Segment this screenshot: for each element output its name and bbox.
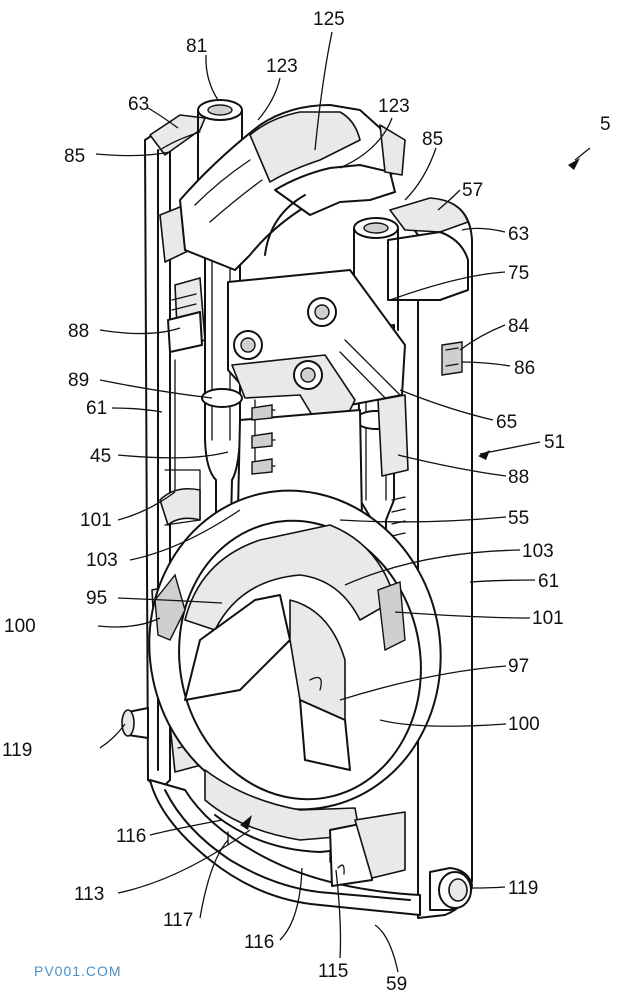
ref-63-right: 63 xyxy=(508,224,529,245)
ref-116-bottom: 116 xyxy=(244,932,274,953)
ref-85-left: 85 xyxy=(64,146,85,167)
ref-88-left: 88 xyxy=(68,321,89,342)
bottom-features xyxy=(227,811,406,887)
ref-45: 45 xyxy=(90,446,111,467)
ref-100-left: 100 xyxy=(4,616,36,637)
leader-lines xyxy=(95,31,591,973)
ref-101-right: 101 xyxy=(532,608,564,629)
knob-right xyxy=(429,867,473,911)
ref-103-right: 103 xyxy=(522,541,554,562)
arrowheads xyxy=(240,158,580,830)
ref-85-right: 85 xyxy=(422,129,443,150)
ref-5: 5 xyxy=(600,114,611,135)
ref-61-left: 61 xyxy=(86,398,107,419)
ref-119-right: 119 xyxy=(508,878,538,899)
ref-100-right: 100 xyxy=(508,714,540,735)
ref-61-right: 61 xyxy=(538,571,559,592)
ref-86: 86 xyxy=(514,358,535,379)
ref-103-left: 103 xyxy=(86,550,118,571)
ref-123-right: 123 xyxy=(378,96,410,117)
top-clip xyxy=(179,104,406,271)
reference-numerals: 125 81 123 63 123 5 85 85 57 63 75 88 84… xyxy=(2,9,611,995)
ref-65: 65 xyxy=(496,412,517,433)
ref-97: 97 xyxy=(508,656,529,677)
ref-113: 113 xyxy=(74,884,104,905)
ref-88-right: 88 xyxy=(508,467,529,488)
ref-123-top: 123 xyxy=(266,56,298,77)
ref-55: 55 xyxy=(508,508,529,529)
ref-84: 84 xyxy=(508,316,530,337)
ref-57: 57 xyxy=(462,180,483,201)
ref-101-left: 101 xyxy=(80,510,112,531)
knob-left xyxy=(121,707,149,739)
watermark: PV001.COM xyxy=(34,963,122,979)
ref-95: 95 xyxy=(86,588,107,609)
ref-115: 115 xyxy=(318,961,348,982)
middle-plate xyxy=(227,269,406,431)
ref-51: 51 xyxy=(544,432,565,453)
ref-119-left: 119 xyxy=(2,740,32,761)
ref-116-left: 116 xyxy=(116,826,146,847)
ref-89: 89 xyxy=(68,370,89,391)
ref-125: 125 xyxy=(313,9,345,30)
ring-assembly xyxy=(148,487,442,853)
ref-117: 117 xyxy=(163,910,193,931)
ref-63-left: 63 xyxy=(128,94,149,115)
ref-81: 81 xyxy=(186,36,207,57)
ref-59: 59 xyxy=(386,974,407,995)
ref-75: 75 xyxy=(508,263,529,284)
